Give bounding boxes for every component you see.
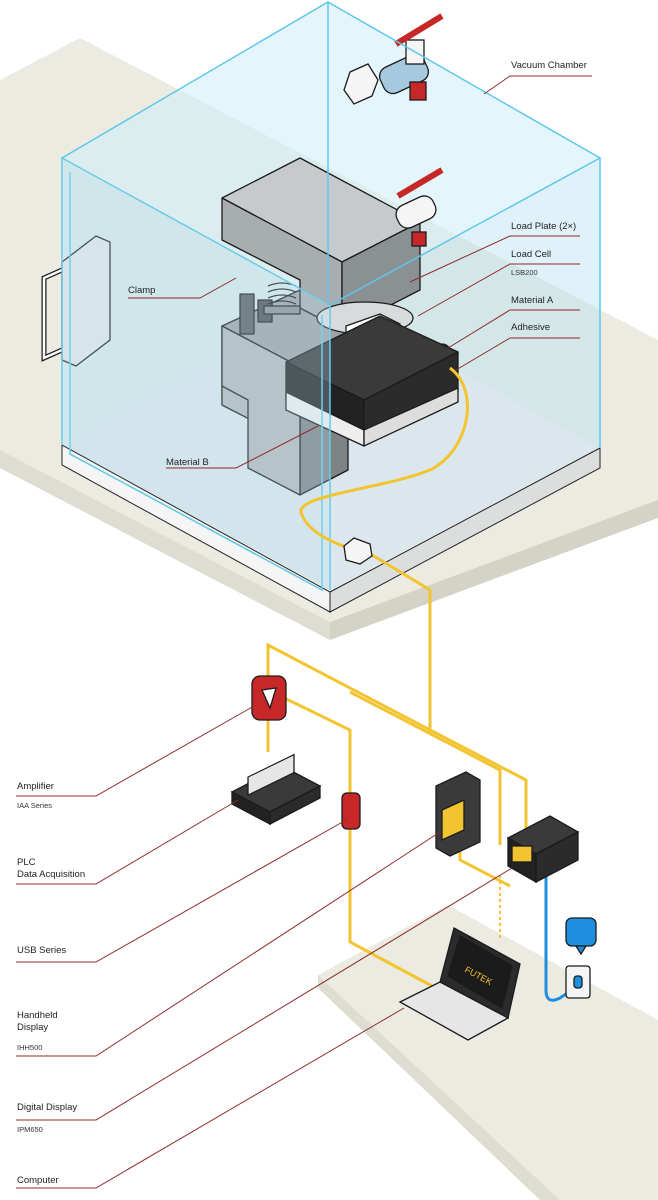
label-computer: Computer bbox=[17, 1175, 59, 1186]
label-digital-display-model: IPM650 bbox=[17, 1125, 43, 1134]
label-handheld-line2: Display bbox=[17, 1022, 49, 1033]
label-material-a: Material A bbox=[511, 295, 554, 306]
chamber-front-glass bbox=[62, 158, 330, 590]
label-load-cell-model: LSB200 bbox=[511, 268, 538, 277]
leader-lines bbox=[16, 75, 592, 1189]
label-amplifier: Amplifier bbox=[17, 781, 54, 792]
amplifier-device bbox=[251, 675, 287, 721]
label-plc-line1: PLC bbox=[17, 857, 36, 868]
label-load-plate: Load Plate (2×) bbox=[511, 221, 577, 232]
label-load-cell: Load Cell bbox=[511, 249, 552, 260]
usb-device bbox=[341, 792, 361, 830]
cable-connector bbox=[343, 537, 373, 565]
vacuum-chamber-edges bbox=[60, 1, 602, 592]
label-digital-display: Digital Display bbox=[17, 1102, 78, 1113]
label-clamp: Clamp bbox=[128, 285, 156, 296]
label-usb-series: USB Series bbox=[17, 945, 67, 956]
label-handheld-line1: Handheld bbox=[17, 1010, 58, 1021]
label-amplifier-model: IAA Series bbox=[17, 801, 53, 810]
blue-cable bbox=[544, 872, 573, 1002]
plc-device bbox=[230, 753, 322, 826]
laptop-device: FUTEK bbox=[398, 927, 521, 1041]
digital-display-device bbox=[506, 815, 580, 884]
label-plc-line2: Data Acquisition bbox=[17, 869, 86, 880]
label-adhesive: Adhesive bbox=[511, 322, 551, 333]
label-material-b: Material B bbox=[166, 457, 209, 468]
vacuum-valves bbox=[343, 13, 444, 247]
label-vacuum-chamber: Vacuum Chamber bbox=[511, 60, 587, 71]
test-fixture bbox=[221, 157, 459, 496]
handheld-device bbox=[435, 771, 481, 857]
wireless-sensor bbox=[565, 917, 597, 999]
label-handheld-model: IHH500 bbox=[17, 1043, 43, 1052]
